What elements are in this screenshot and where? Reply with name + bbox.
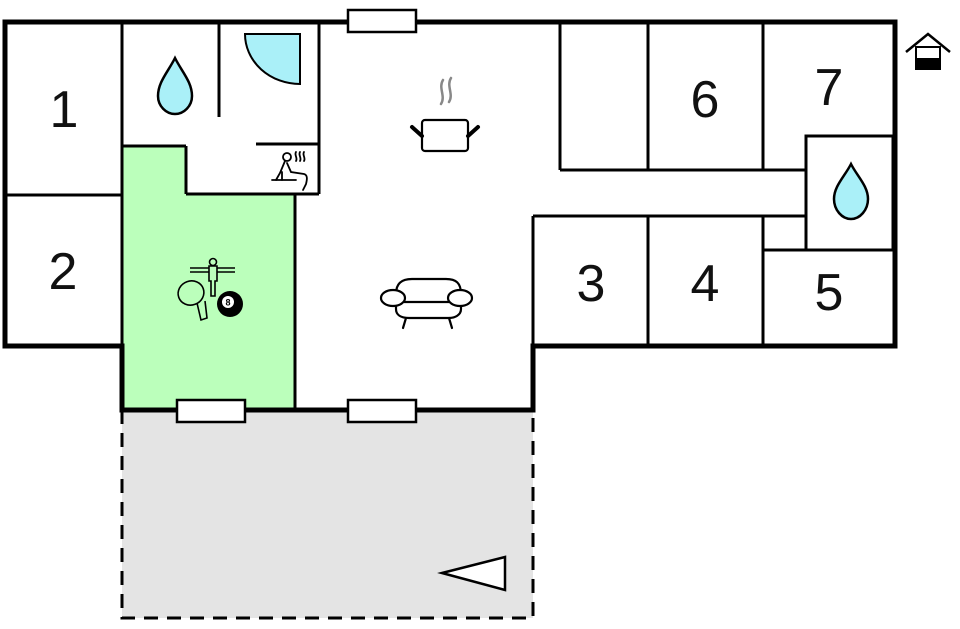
sauna-icon	[271, 151, 308, 191]
windows	[175, 8, 418, 424]
table-tennis-paddle-icon	[177, 280, 208, 322]
window-north	[346, 8, 418, 34]
water-drop-icon	[832, 161, 870, 221]
outer-walls	[2, 19, 898, 413]
room-label-3: 3	[577, 255, 606, 313]
room-label-2: 2	[49, 243, 78, 301]
terrace	[120, 410, 535, 620]
room-label-5: 5	[815, 264, 844, 322]
cooking-pot-icon	[410, 76, 480, 153]
svg-text:8: 8	[225, 298, 230, 308]
room-label-4: 4	[691, 255, 720, 313]
room-label-6: 6	[691, 71, 720, 129]
window-south-activity	[175, 398, 247, 424]
room-label-1: 1	[50, 81, 79, 139]
billiard-8-ball-icon: 8	[217, 291, 243, 317]
window-south-living	[346, 398, 418, 424]
direction-triangle-icon	[437, 555, 507, 592]
foosball-icon	[190, 257, 235, 297]
sofa-icon	[379, 277, 474, 330]
room-label-7: 7	[815, 59, 844, 117]
water-drop-icon	[156, 55, 194, 116]
room-labels: 1 2 3 4 5 6 7	[49, 59, 844, 322]
shower-quarter-circle-icon	[243, 33, 301, 86]
house-basement-icon	[905, 32, 951, 70]
interior-walls	[5, 22, 895, 410]
